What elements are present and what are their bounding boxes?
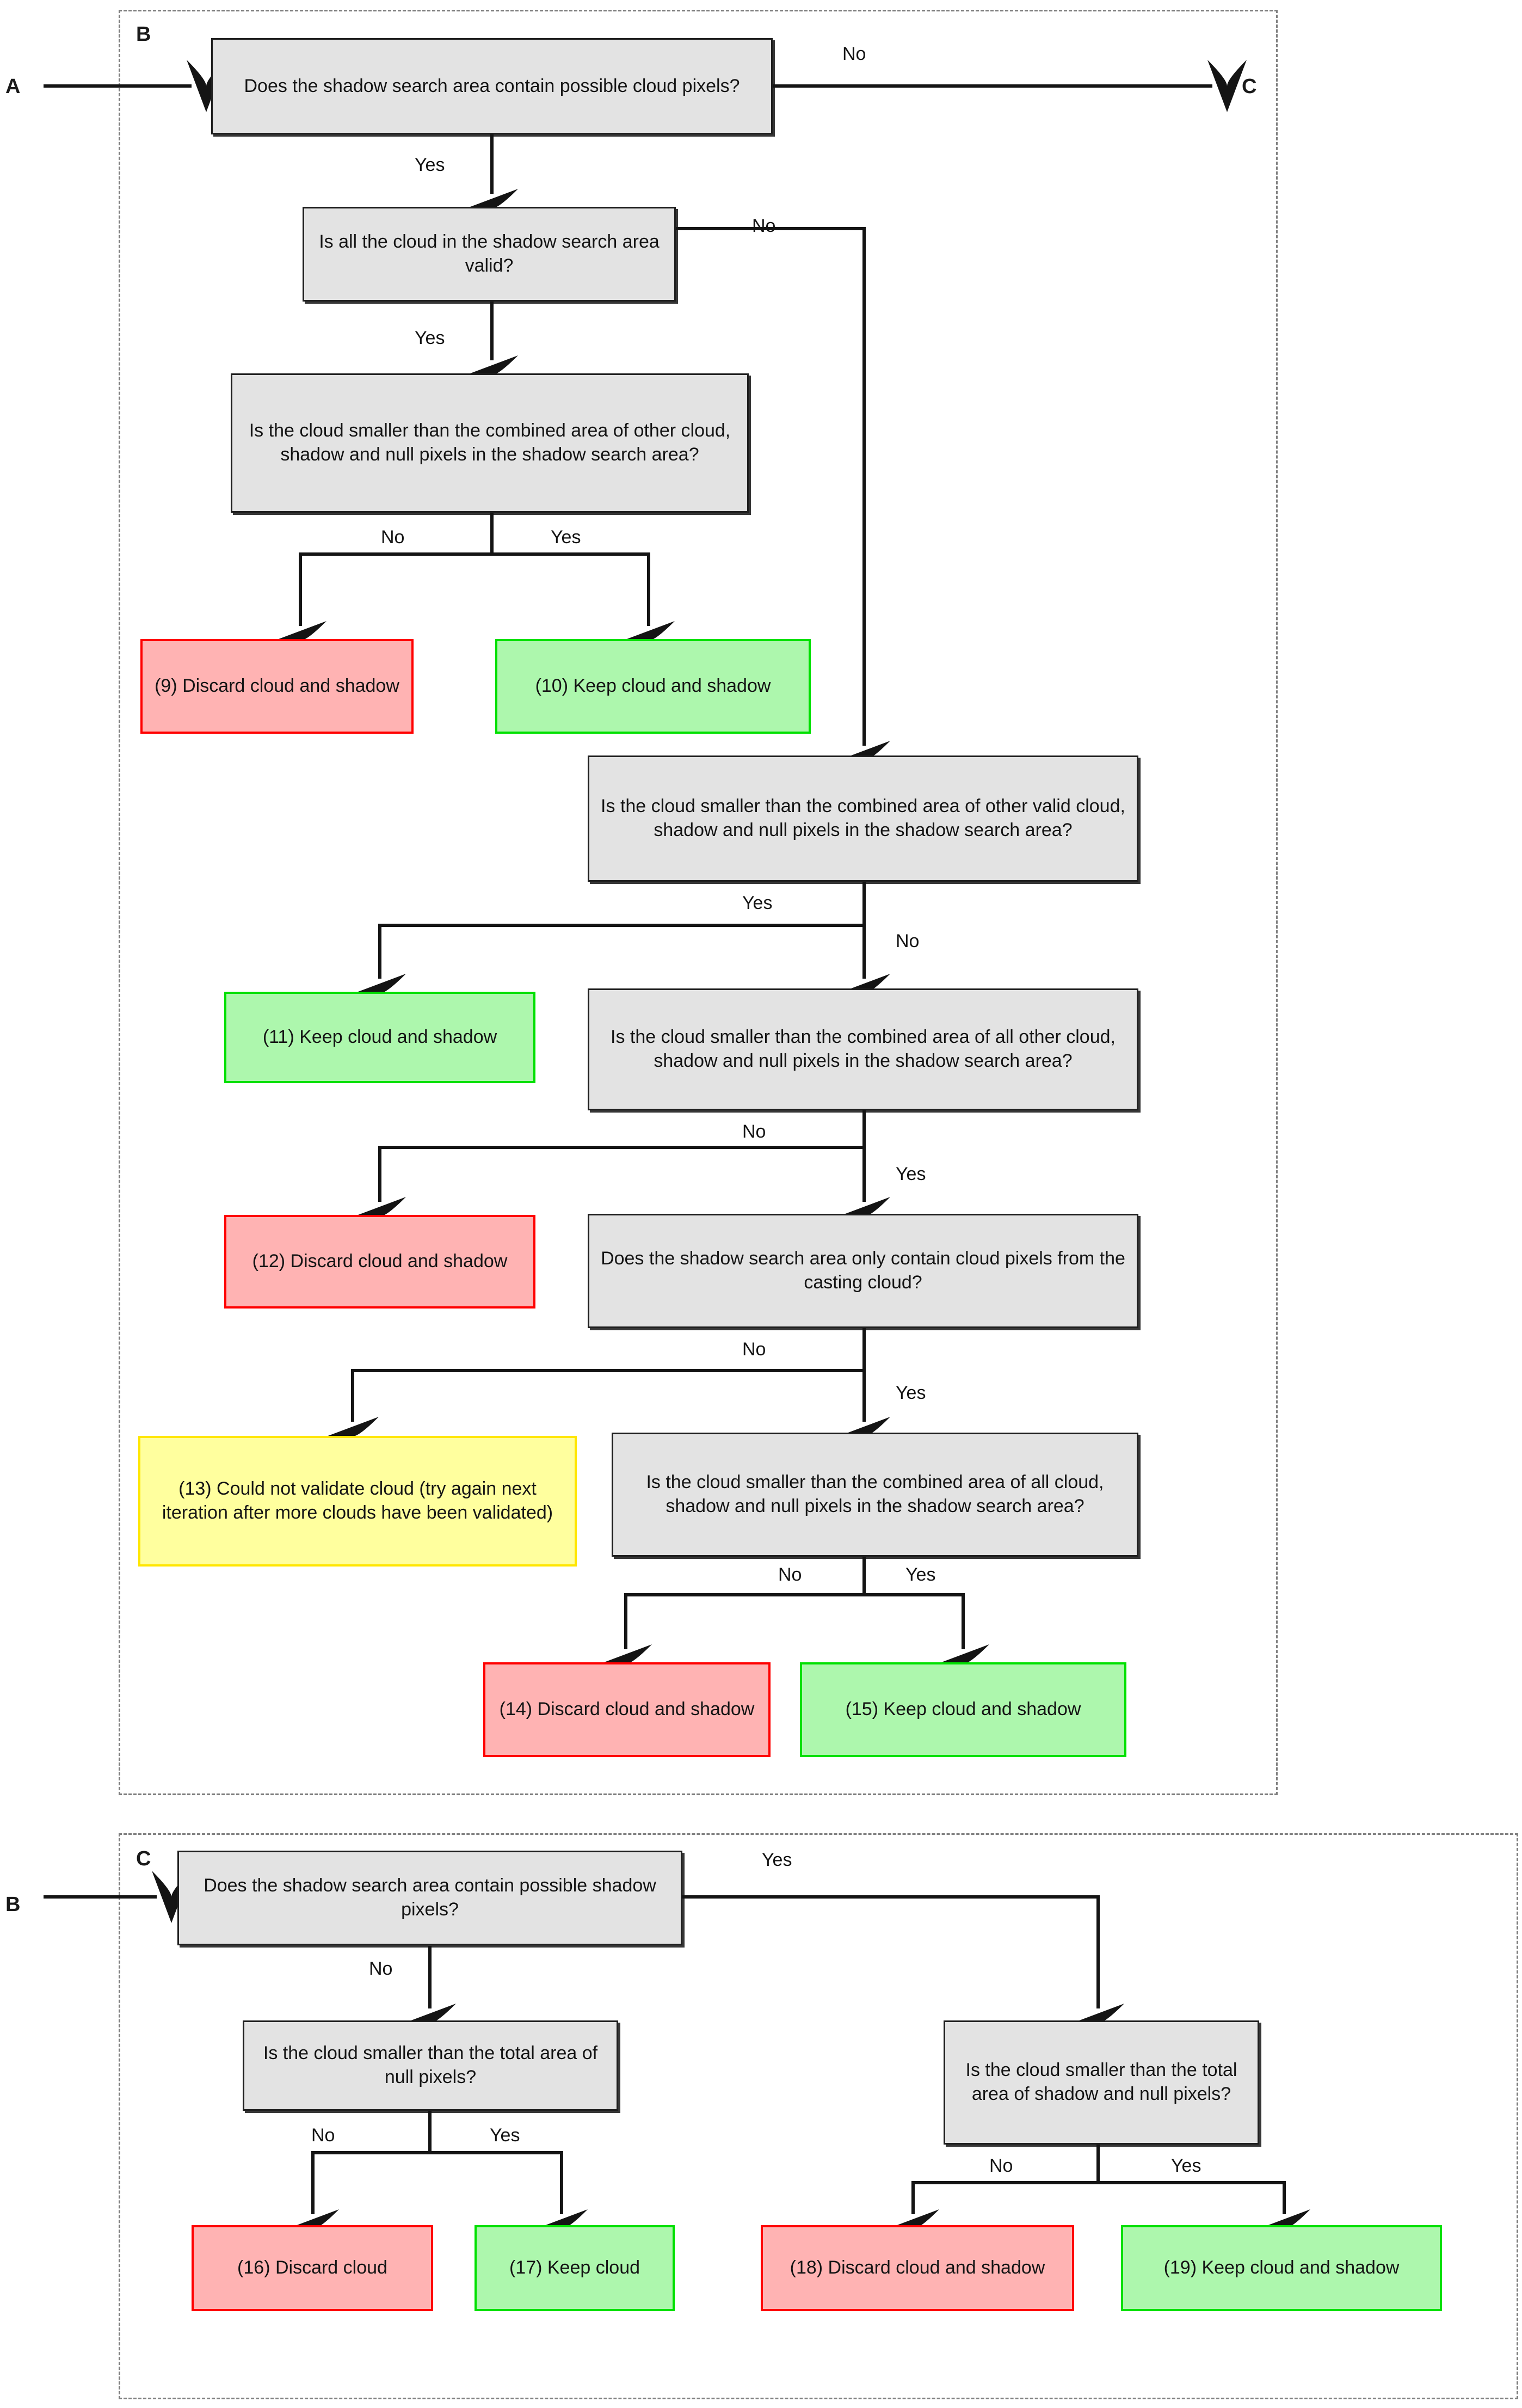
node-c16[interactable]: (16) Discard cloud (192, 2225, 433, 2311)
node-b4-label: Is the cloud smaller than the combined a… (601, 796, 1125, 840)
edge-label-b1-no: No (842, 44, 866, 64)
edge-label-b5-no: No (742, 1121, 766, 1142)
edge-label-c2-yes: Yes (490, 2125, 520, 2146)
node-b4[interactable]: Is the cloud smaller than the combined a… (588, 755, 1138, 882)
node-c2-label: Is the cloud smaller than the total area… (263, 2043, 598, 2087)
node-b13[interactable]: (13) Could not validate cloud (try again… (138, 1436, 577, 1567)
node-c16-label: (16) Discard cloud (237, 2257, 387, 2278)
node-b1[interactable]: Does the shadow search area contain poss… (211, 38, 773, 134)
node-b11[interactable]: (11) Keep cloud and shadow (224, 992, 535, 1083)
node-b6[interactable]: Does the shadow search area only contain… (588, 1214, 1138, 1328)
node-c19-label: (19) Keep cloud and shadow (1163, 2257, 1400, 2278)
node-b6-label: Does the shadow search area only contain… (601, 1248, 1125, 1293)
edge-label-b5-yes: Yes (896, 1164, 926, 1184)
node-c18-label: (18) Discard cloud and shadow (790, 2257, 1045, 2278)
node-c17[interactable]: (17) Keep cloud (475, 2225, 675, 2311)
edge-label-c3-yes: Yes (1171, 2155, 1201, 2176)
node-b15-label: (15) Keep cloud and shadow (845, 1699, 1081, 1720)
edge-label-b6-yes: Yes (896, 1383, 926, 1403)
edge-label-b3-no: No (381, 527, 405, 548)
edge-label-c2-no: No (311, 2125, 335, 2146)
connector-in-a: A (5, 75, 21, 98)
node-c1[interactable]: Does the shadow search area contain poss… (177, 1851, 682, 1945)
node-c3-label: Is the cloud smaller than the total area… (965, 2060, 1237, 2104)
node-b9[interactable]: (9) Discard cloud and shadow (140, 639, 414, 734)
node-b10-label: (10) Keep cloud and shadow (535, 675, 771, 697)
edge-label-b2-no: No (752, 216, 776, 236)
node-b12[interactable]: (12) Discard cloud and shadow (224, 1215, 535, 1309)
node-b7[interactable]: Is the cloud smaller than the combined a… (612, 1433, 1138, 1557)
node-b14-label: (14) Discard cloud and shadow (499, 1699, 755, 1720)
node-b2-label: Is all the cloud in the shadow search ar… (319, 231, 660, 276)
node-c19[interactable]: (19) Keep cloud and shadow (1121, 2225, 1442, 2311)
node-b7-label: Is the cloud smaller than the combined a… (646, 1472, 1104, 1516)
edge-label-c1-no: No (369, 1958, 393, 1979)
connector-in-b: B (5, 1893, 21, 1916)
node-b3-label: Is the cloud smaller than the combined a… (249, 420, 731, 465)
node-b9-label: (9) Discard cloud and shadow (155, 675, 399, 697)
edge-label-c3-no: No (989, 2155, 1013, 2176)
node-c1-label: Does the shadow search area contain poss… (204, 1875, 656, 1920)
group-frame-c (119, 1833, 1518, 2399)
node-b10[interactable]: (10) Keep cloud and shadow (495, 639, 811, 734)
group-frame-b (119, 10, 1278, 1795)
node-b5-label: Is the cloud smaller than the combined a… (611, 1027, 1116, 1071)
edge-label-c1-yes: Yes (762, 1850, 792, 1870)
node-b15[interactable]: (15) Keep cloud and shadow (800, 1662, 1126, 1757)
node-b1-label: Does the shadow search area contain poss… (244, 75, 740, 96)
edge-label-b1-yes: Yes (415, 155, 445, 175)
node-b12-label: (12) Discard cloud and shadow (252, 1251, 508, 1272)
edge-label-b2-yes: Yes (415, 328, 445, 348)
node-b2[interactable]: Is all the cloud in the shadow search ar… (303, 207, 676, 302)
node-c3[interactable]: Is the cloud smaller than the total area… (944, 2020, 1259, 2145)
edge-label-b7-yes: Yes (905, 1564, 936, 1585)
connector-out-c: C (1242, 75, 1257, 98)
group-tag-c: C (136, 1847, 151, 1870)
edge-label-b6-no: No (742, 1339, 766, 1360)
node-b11-label: (11) Keep cloud and shadow (262, 1027, 497, 1048)
node-b3[interactable]: Is the cloud smaller than the combined a… (231, 373, 749, 513)
node-c2[interactable]: Is the cloud smaller than the total area… (243, 2020, 618, 2111)
edge-label-b7-no: No (778, 1564, 802, 1585)
node-c18[interactable]: (18) Discard cloud and shadow (761, 2225, 1074, 2311)
edge-label-b3-yes: Yes (551, 527, 581, 548)
node-b14[interactable]: (14) Discard cloud and shadow (483, 1662, 771, 1757)
edge-label-b4-yes: Yes (742, 893, 773, 913)
edge-label-b4-no: No (896, 931, 920, 951)
node-c17-label: (17) Keep cloud (509, 2257, 640, 2278)
node-b5[interactable]: Is the cloud smaller than the combined a… (588, 988, 1138, 1110)
group-tag-b: B (136, 23, 151, 46)
node-b13-label: (13) Could not validate cloud (try again… (162, 1478, 553, 1523)
